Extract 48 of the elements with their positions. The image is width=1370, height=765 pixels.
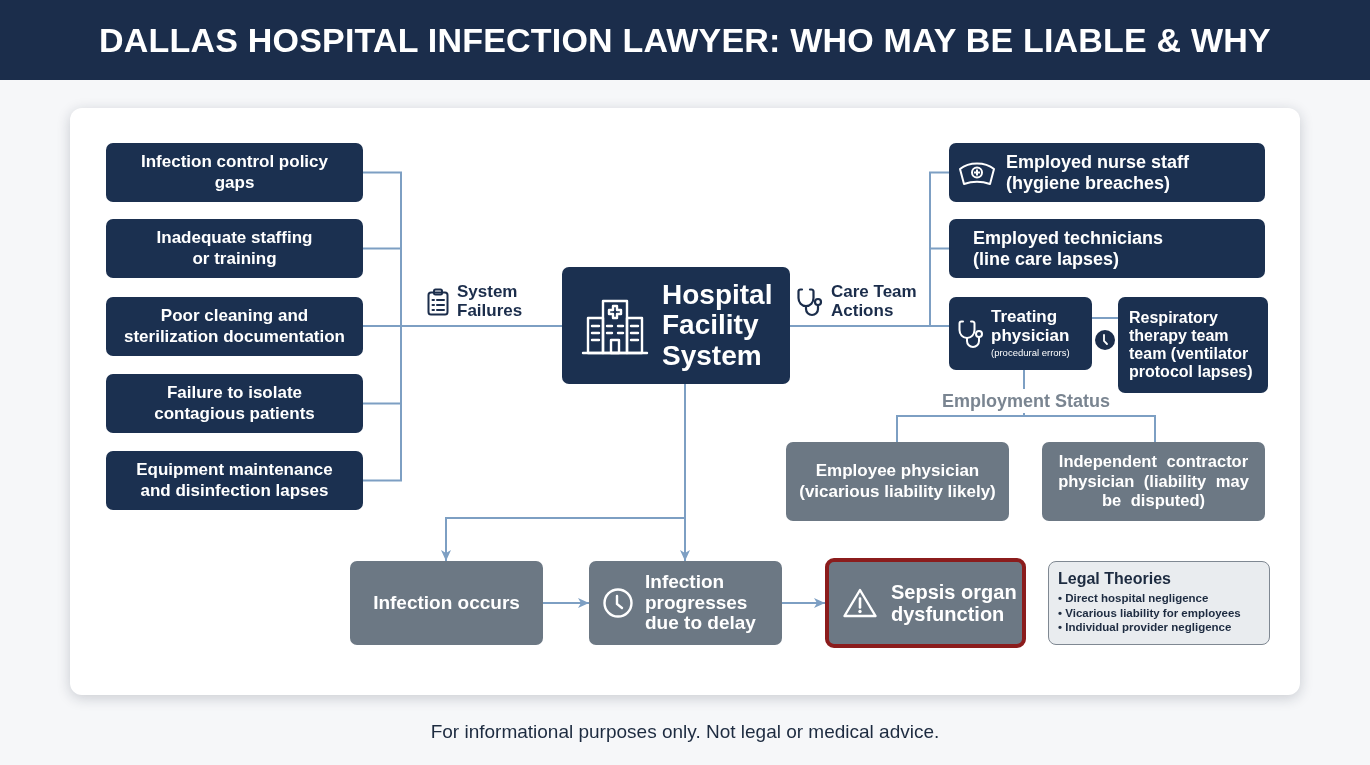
bullet-item: • Direct hospital negligence (1058, 591, 1210, 606)
box-text: Infection control policy gaps (140, 152, 329, 193)
arrow (781, 598, 826, 608)
box-text: Employed nurse staff (hygiene breaches) (1006, 152, 1191, 193)
failure-box (106, 451, 363, 510)
status-label: Employment Status (942, 389, 1111, 413)
failure-box (106, 143, 363, 202)
box-text: Infection progresses due to delay (645, 571, 757, 635)
box-text: Treating physician (991, 308, 1071, 346)
box-text: Employee physician (vicarious liability likely) (798, 461, 997, 502)
box-subtext: (procedural errors) (991, 348, 1070, 359)
box-text: Failure to isolate contagious patients (153, 383, 316, 424)
physician-box (949, 297, 1092, 370)
page-title: DALLAS HOSPITAL INFECTION LAWYER: WHO MAY BE LIABLE & WHY (99, 20, 1271, 60)
staff-box (949, 143, 1265, 202)
box-text: Equipment maintenance and disinfection lapses (135, 460, 334, 501)
box-text: Inadequate staffing or training (155, 228, 314, 269)
note-heading: Legal Theories (1058, 569, 1172, 589)
box-text: Infection occurs (373, 591, 520, 615)
failure-box (106, 219, 363, 278)
failure-box (106, 374, 363, 433)
bullet-item: • Individual provider negligence (1058, 619, 1233, 635)
bullet-item: • Vicarious liability for employees (1058, 605, 1242, 620)
note-box (1048, 561, 1270, 645)
box-text: Independent contractor physician (liability may be disputed) (1057, 452, 1250, 511)
connector (362, 325, 563, 482)
connector (1091, 317, 1119, 319)
outcome-box (825, 558, 1026, 648)
connector (1023, 412, 1156, 443)
status-box (1042, 442, 1265, 521)
box-text: Sepsis organ dysfunction (891, 580, 1018, 626)
team-box (1118, 297, 1268, 393)
connector (789, 325, 950, 327)
status-box (786, 442, 1009, 521)
box-text: Poor cleaning and sterilization documentation (123, 306, 346, 347)
footer-note: For informational purposes only. Not legal or medical advice. (430, 721, 940, 742)
box-text: Respiratory therapy team team (ventilator protocol lapses) (1129, 309, 1254, 381)
staff-box (949, 219, 1265, 278)
arrow (680, 383, 690, 562)
box-text: Hospital Facility System (662, 280, 774, 371)
hospital-box (562, 267, 790, 384)
arrow (542, 598, 590, 608)
connector (896, 412, 1025, 443)
box-text: Employed technicians (line care lapses) (973, 228, 1165, 269)
connector (1023, 369, 1025, 390)
stage-box (589, 561, 782, 645)
stage-box (350, 561, 543, 645)
failure-box (106, 297, 363, 356)
